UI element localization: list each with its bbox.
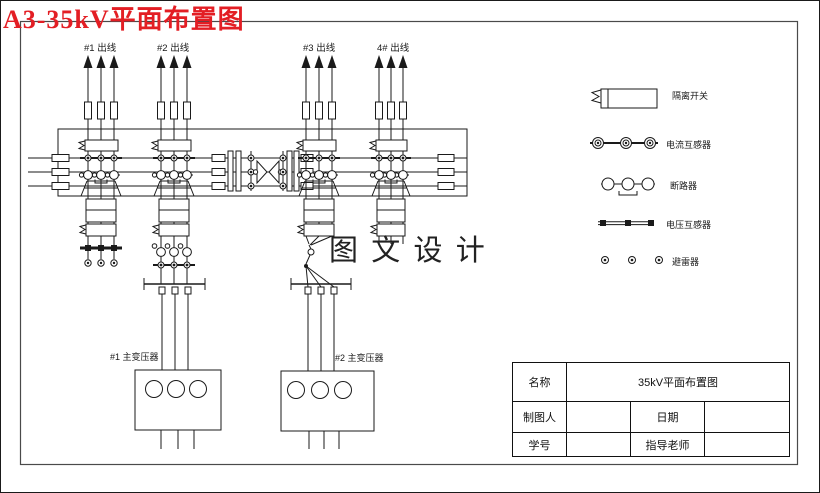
feeder-1-label: #1 出线 bbox=[84, 43, 117, 54]
title-block-drafter-label: 制图人 bbox=[513, 402, 567, 433]
title-block-date-label: 日期 bbox=[631, 402, 705, 433]
main-transformer-2-bay bbox=[280, 198, 375, 449]
isolator-switch bbox=[157, 139, 192, 152]
current-transformer bbox=[153, 261, 195, 269]
cable-trench bbox=[371, 180, 411, 197]
feeder-3-label: #3 出线 bbox=[303, 43, 336, 54]
circuit-breaker-symbol bbox=[601, 177, 655, 196]
cable-trench bbox=[298, 180, 340, 197]
transformer-1-body bbox=[134, 369, 222, 449]
transformer-1-label: #1 主变压器 bbox=[110, 352, 159, 362]
feeder-bay-3 bbox=[295, 55, 340, 236]
document-title: A3-35kV平面布置图 bbox=[3, 5, 245, 34]
surge-arresters bbox=[84, 259, 118, 267]
legend-label-isolator: 隔离开关 bbox=[672, 91, 709, 101]
circuit-breaker bbox=[78, 170, 120, 184]
circuit-breaker bbox=[296, 170, 338, 184]
watermark: 图 文 设 计 bbox=[329, 235, 488, 267]
feeder-2-label: #2 出线 bbox=[157, 43, 190, 54]
pt-arrester-bay bbox=[78, 198, 122, 267]
isolator-switch bbox=[302, 139, 337, 152]
cable-trench bbox=[80, 180, 122, 197]
transformer-terminal-gantry bbox=[143, 278, 206, 295]
busbar bbox=[28, 128, 468, 197]
title-block-name-label: 名称 bbox=[513, 363, 567, 402]
feeder-bay-4 bbox=[368, 55, 411, 244]
legend-label-voltage-transformer: 电压互感器 bbox=[666, 220, 712, 230]
current-transformer bbox=[371, 154, 411, 162]
feeder-4-label: 4# 出线 bbox=[377, 43, 410, 54]
transformer-2-label: #2 主变压器 bbox=[335, 353, 384, 363]
title-block-empty-cell bbox=[567, 433, 631, 456]
current-transformer-symbol bbox=[590, 137, 658, 149]
current-transformer bbox=[153, 154, 195, 162]
title-block-empty-cell bbox=[705, 433, 789, 456]
title-block-advisor-label: 指导老师 bbox=[631, 433, 705, 456]
isolator-switch bbox=[84, 139, 119, 152]
legend-label-current-transformer: 电流互感器 bbox=[666, 140, 712, 150]
main-transformer-1-bay bbox=[134, 198, 222, 449]
current-transformer bbox=[298, 154, 340, 162]
title-block-table: 名称 35kV平面布置图 制图人 日期 学号 指导老师 bbox=[512, 362, 790, 457]
voltage-transformer-symbol bbox=[598, 220, 654, 226]
isolator-switch-symbol bbox=[590, 88, 658, 109]
bus-tie bbox=[211, 150, 314, 192]
legend-label-circuit-breaker: 断路器 bbox=[670, 181, 698, 191]
drawing-frame bbox=[19, 20, 799, 466]
transformer-2-body bbox=[280, 370, 375, 449]
transformer-terminal-gantry bbox=[290, 278, 352, 295]
cable-trench bbox=[153, 180, 195, 197]
circuit-breaker bbox=[369, 170, 409, 184]
current-transformer bbox=[80, 154, 122, 162]
legend-label-surge-arrester: 避雷器 bbox=[672, 257, 700, 267]
legend-symbols bbox=[590, 88, 663, 264]
title-block-empty-cell bbox=[705, 402, 789, 433]
title-block-name-value: 35kV平面布置图 bbox=[567, 363, 789, 402]
title-block-empty-cell bbox=[567, 402, 631, 433]
surge-arrester-symbol bbox=[601, 256, 663, 264]
title-block-student-id-label: 学号 bbox=[513, 433, 567, 456]
circuit-breaker bbox=[151, 243, 192, 257]
voltage-transformer bbox=[80, 245, 122, 251]
isolator-switch bbox=[375, 139, 408, 152]
